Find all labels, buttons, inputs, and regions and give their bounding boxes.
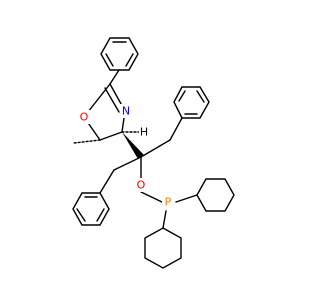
atom-label-phosphorus: P <box>162 195 175 209</box>
methyl-hashed-bond <box>73 139 101 144</box>
bond-p-to-cy-bottom <box>162 210 167 229</box>
bond-quat-to-ch2-right <box>140 139 171 158</box>
nitrogen-text: N <box>122 105 130 118</box>
bond-ch2-left-to-phenyl <box>99 169 115 194</box>
bond-o-to-p <box>140 191 163 203</box>
molecule-structure: O N H O P <box>72 37 235 269</box>
left-phenyl-ring <box>72 192 110 226</box>
ether-oxygen-text: O <box>137 179 146 192</box>
bond-phenyl-to-c2 <box>109 69 120 85</box>
cyclohexyl-bottom-ring <box>144 227 182 269</box>
phosphorus-text: P <box>165 196 172 209</box>
atom-label-ring-oxygen: O <box>78 110 90 124</box>
atom-label-hydrogen: H <box>139 125 150 139</box>
atom-label-nitrogen: N <box>120 104 132 118</box>
wedge-bond-c4-quaternary <box>122 132 144 159</box>
bond-ch2-right-to-phenyl <box>169 117 183 141</box>
ring-oxygen-text: O <box>80 111 89 124</box>
hydrogen-text: H <box>140 126 148 139</box>
bond-p-to-cy-right <box>175 194 198 203</box>
right-phenyl-ring <box>173 86 210 119</box>
top-phenyl-ring <box>100 37 139 71</box>
oxazoline-ring <box>83 83 126 141</box>
atom-label-ether-oxygen: O <box>135 178 147 192</box>
bond-quat-to-ch2-left <box>113 156 142 171</box>
cyclohexyl-right-ring <box>196 178 235 212</box>
